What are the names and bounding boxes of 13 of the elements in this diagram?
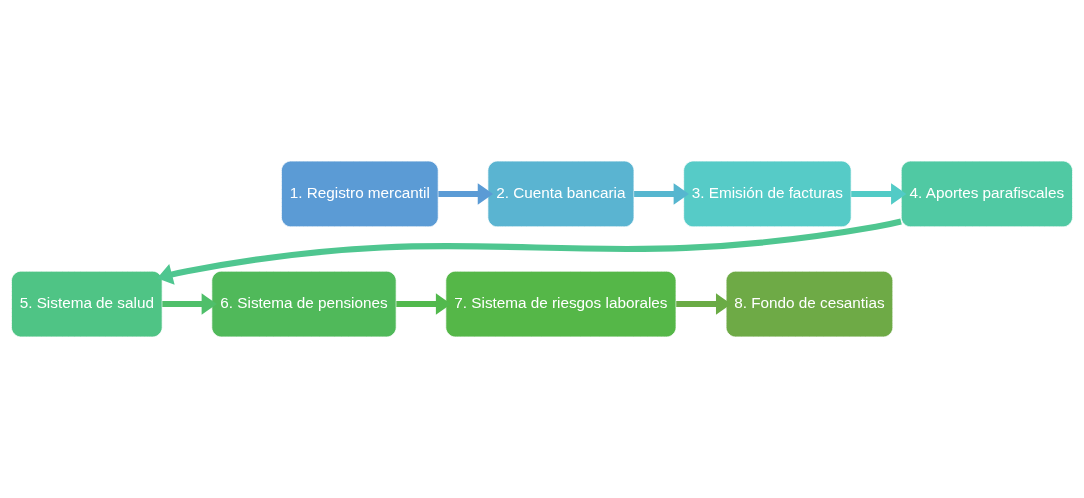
arrow: [851, 183, 907, 205]
arrow: [162, 293, 217, 315]
arrow: [438, 183, 493, 205]
node-box: 5. Sistema de salud: [11, 270, 163, 338]
node-box: 1. Registro mercantil: [281, 160, 439, 228]
node-box: 4. Aportes parafiscales: [900, 160, 1073, 228]
node-box: 8. Fondo de cesantias: [725, 270, 894, 338]
node-box: 2. Cuenta bancaria: [487, 160, 635, 228]
arrow: [634, 183, 689, 205]
node-box: 3. Emisión de facturas: [683, 160, 852, 228]
node-box: 6. Sistema de pensiones: [211, 270, 397, 338]
arrow: [157, 218, 902, 285]
node-box: 7. Sistema de riesgos laborales: [445, 270, 677, 338]
